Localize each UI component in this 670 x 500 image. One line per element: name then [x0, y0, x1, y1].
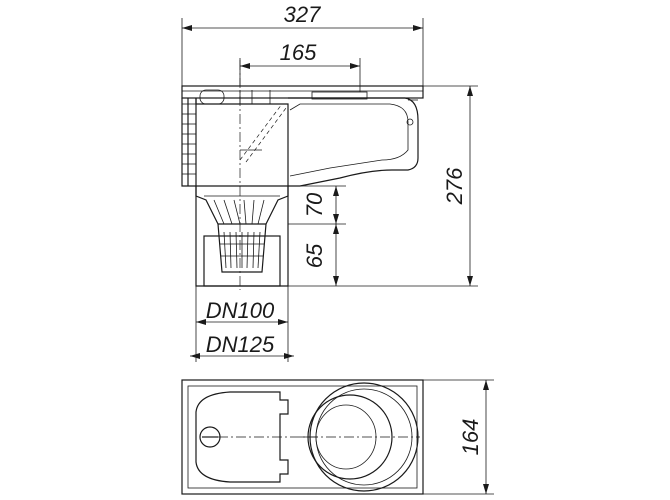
strainer: [217, 223, 267, 273]
grating-recess: [311, 91, 368, 100]
top-view: [181, 379, 424, 495]
dimension-lines: [181, 18, 494, 495]
dimension-labels: 327 165 276 70 65 DN100 DN125 164: [206, 2, 483, 455]
left-chamber: [195, 391, 289, 483]
dim-327: 327: [284, 2, 321, 27]
dim-dn125: DN125: [206, 332, 275, 357]
top-frame: [181, 85, 424, 99]
dim-164: 164: [458, 419, 483, 456]
body-wall: [181, 98, 197, 187]
dim-70: 70: [302, 192, 327, 217]
trap-cone: [195, 185, 289, 225]
dim-dn100: DN100: [206, 298, 275, 323]
dim-165: 165: [280, 40, 317, 65]
side-channel: [288, 97, 419, 187]
top-view-outline: [181, 379, 424, 495]
dim-276: 276: [442, 167, 467, 205]
side-view: [181, 60, 424, 290]
inner-chamber: [195, 98, 289, 186]
dim-65: 65: [302, 243, 327, 268]
